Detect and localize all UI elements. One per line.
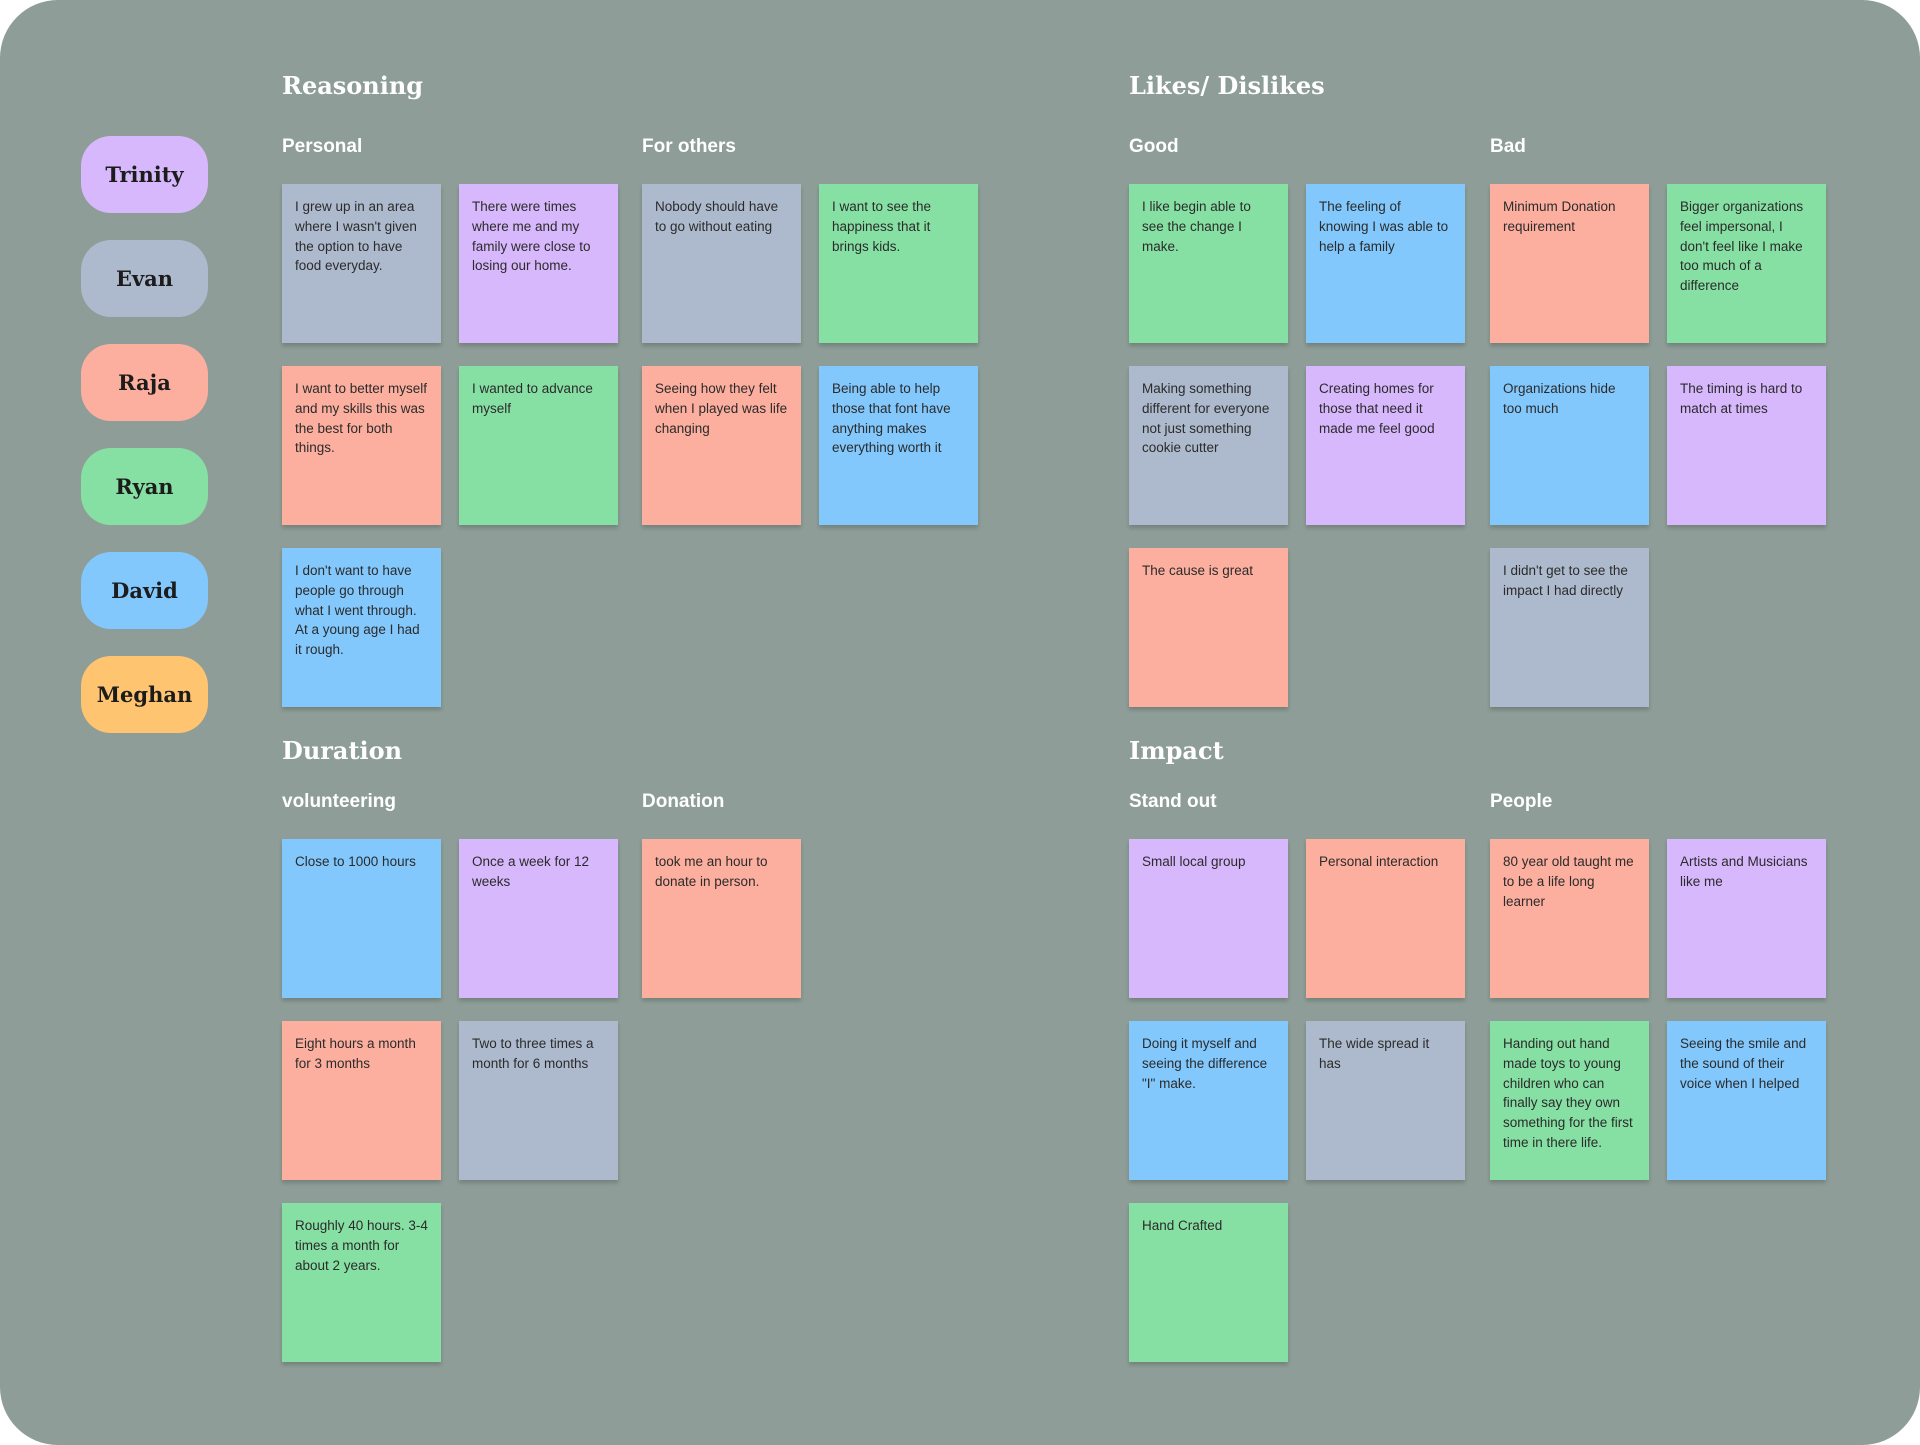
sticky-note[interactable]: Being able to help those that font have … [819, 366, 978, 525]
legend-pill-ryan[interactable]: Ryan [81, 448, 208, 525]
sticky-note[interactable]: Roughly 40 hours. 3-4 times a month for … [282, 1203, 441, 1362]
section-title: Likes/ Dislikes [1129, 71, 1325, 100]
sticky-note[interactable]: Close to 1000 hours [282, 839, 441, 998]
sticky-note[interactable]: I didn't get to see the impact I had dir… [1490, 548, 1649, 707]
sticky-note[interactable]: Nobody should have to go without eating [642, 184, 801, 343]
sticky-note[interactable]: I want to see the happiness that it brin… [819, 184, 978, 343]
legend-pill-trinity[interactable]: Trinity [81, 136, 208, 213]
sticky-note[interactable]: The timing is hard to match at times [1667, 366, 1826, 525]
participant-legend: Trinity Evan Raja Ryan David Meghan [81, 136, 208, 760]
sticky-note[interactable]: The wide spread it has [1306, 1021, 1465, 1180]
sticky-note[interactable]: Creating homes for those that need it ma… [1306, 366, 1465, 525]
sticky-note[interactable]: took me an hour to donate in person. [642, 839, 801, 998]
sticky-note[interactable]: I want to better myself and my skills th… [282, 366, 441, 525]
group-label: Good [1129, 136, 1179, 157]
section-title: Impact [1129, 736, 1224, 765]
sticky-note[interactable]: There were times where me and my family … [459, 184, 618, 343]
sticky-note[interactable]: 80 year old taught me to be a life long … [1490, 839, 1649, 998]
group-label: Stand out [1129, 791, 1217, 812]
sticky-note[interactable]: Two to three times a month for 6 months [459, 1021, 618, 1180]
sticky-note[interactable]: Bigger organizations feel impersonal, I … [1667, 184, 1826, 343]
sticky-note[interactable]: Once a week for 12 weeks [459, 839, 618, 998]
group-label: Personal [282, 136, 363, 157]
group-label: Donation [642, 791, 725, 812]
sticky-note[interactable]: Seeing how they felt when I played was l… [642, 366, 801, 525]
legend-pill-david[interactable]: David [81, 552, 208, 629]
sticky-note[interactable]: Hand Crafted [1129, 1203, 1288, 1362]
sticky-note[interactable]: Organizations hide too much [1490, 366, 1649, 525]
sticky-note[interactable]: The cause is great [1129, 548, 1288, 707]
legend-pill-raja[interactable]: Raja [81, 344, 208, 421]
sticky-note[interactable]: I wanted to advance myself [459, 366, 618, 525]
sticky-note[interactable]: The feeling of knowing I was able to hel… [1306, 184, 1465, 343]
group-label: Bad [1490, 136, 1526, 157]
sticky-note[interactable]: Personal interaction [1306, 839, 1465, 998]
group-label: For others [642, 136, 736, 157]
sticky-note[interactable]: I like begin able to see the change I ma… [1129, 184, 1288, 343]
sticky-note[interactable]: Making something different for everyone … [1129, 366, 1288, 525]
sticky-note[interactable]: Minimum Donation requirement [1490, 184, 1649, 343]
sticky-note[interactable]: I don't want to have people go through w… [282, 548, 441, 707]
sticky-note[interactable]: Eight hours a month for 3 months [282, 1021, 441, 1180]
section-title: Reasoning [282, 71, 424, 100]
sticky-note[interactable]: Seeing the smile and the sound of their … [1667, 1021, 1826, 1180]
section-title: Duration [282, 736, 403, 765]
sticky-note[interactable]: I grew up in an area where I wasn't give… [282, 184, 441, 343]
group-label: People [1490, 791, 1553, 812]
sticky-note[interactable]: Artists and Musicians like me [1667, 839, 1826, 998]
group-label: volunteering [282, 791, 397, 812]
sticky-note[interactable]: Doing it myself and seeing the differenc… [1129, 1021, 1288, 1180]
sticky-note[interactable]: Small local group [1129, 839, 1288, 998]
sticky-note[interactable]: Handing out hand made toys to young chil… [1490, 1021, 1649, 1180]
legend-pill-meghan[interactable]: Meghan [81, 656, 208, 733]
legend-pill-evan[interactable]: Evan [81, 240, 208, 317]
